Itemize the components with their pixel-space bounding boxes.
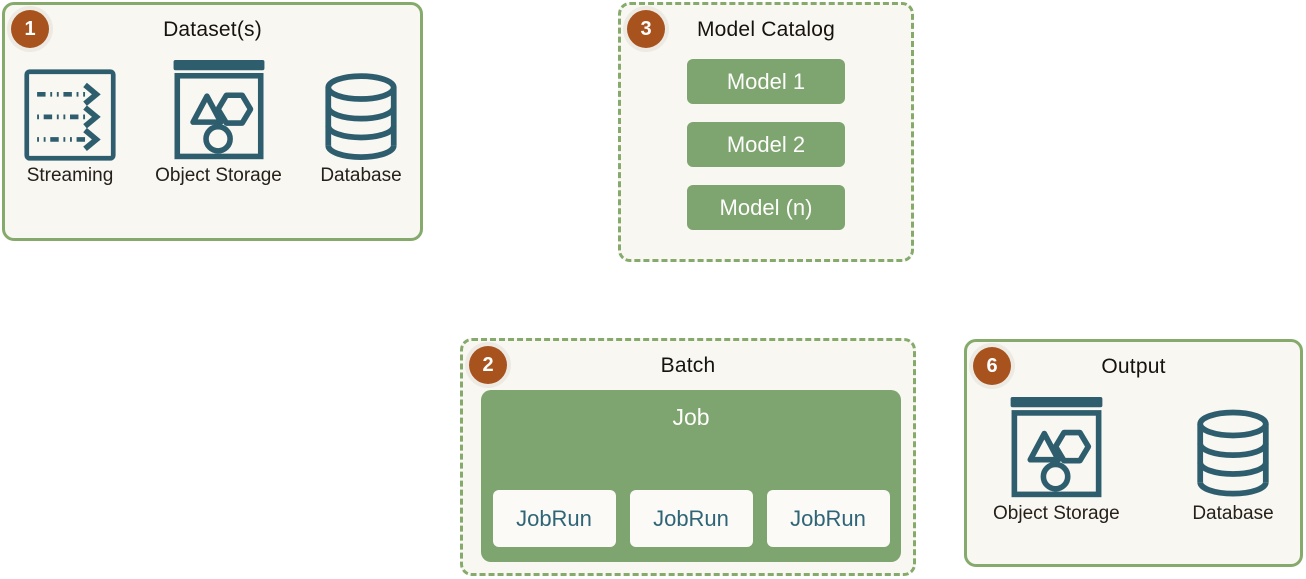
- panel-title-batch: Batch: [660, 354, 716, 377]
- streaming-icon: [23, 68, 117, 162]
- streaming-label: Streaming: [26, 165, 114, 186]
- output-items-row: Object Storage Database: [967, 397, 1300, 525]
- job-label: Job: [672, 404, 710, 430]
- object-storage-icon: [1009, 397, 1104, 500]
- dataset-items-row: Streaming Object Storage Database: [5, 60, 420, 187]
- database-icon: [320, 72, 402, 162]
- database-icon: [1192, 407, 1274, 500]
- step-badge-2: 2: [469, 346, 507, 384]
- dataset-item-database: Database: [320, 72, 402, 187]
- job-box: Job JobRun JobRun JobRun: [481, 390, 901, 562]
- panel-title-datasets: Dataset(s): [163, 18, 262, 41]
- panel-model-catalog: 3 Model Catalog Model 1 Model 2 Model (n…: [618, 2, 914, 262]
- step-badge-1: 1: [11, 10, 49, 48]
- step-badge-3: 3: [627, 10, 665, 48]
- object-storage-label: Object Storage: [993, 503, 1120, 524]
- output-item-database: Database: [1192, 407, 1274, 525]
- model-list: Model 1 Model 2 Model (n): [621, 59, 911, 230]
- model-chip-2[interactable]: Model 2: [687, 122, 845, 167]
- model-chip-1[interactable]: Model 1: [687, 59, 845, 104]
- model-chip-n[interactable]: Model (n): [687, 185, 845, 230]
- jobrun-chip-3[interactable]: JobRun: [766, 490, 890, 547]
- panel-title-model-catalog: Model Catalog: [696, 18, 835, 41]
- jobrun-chip-1[interactable]: JobRun: [492, 490, 616, 547]
- panel-datasets: 1 Dataset(s) Streaming Object Storage Da…: [2, 2, 423, 241]
- database-label: Database: [1192, 503, 1274, 524]
- jobrun-chip-2[interactable]: JobRun: [629, 490, 753, 547]
- database-label: Database: [320, 165, 402, 186]
- jobrun-row: JobRun JobRun JobRun: [481, 490, 901, 547]
- panel-batch: 2 Batch Job JobRun JobRun JobRun: [460, 338, 916, 576]
- panel-output: 6 Output Object Storage Database: [964, 339, 1303, 567]
- dataset-item-streaming: Streaming: [23, 68, 117, 187]
- dataset-item-object-storage: Object Storage: [155, 60, 282, 187]
- object-storage-icon: [172, 60, 266, 162]
- object-storage-label: Object Storage: [155, 165, 282, 186]
- output-item-object-storage: Object Storage: [993, 397, 1120, 525]
- step-badge-6: 6: [973, 347, 1011, 385]
- panel-title-output: Output: [1101, 355, 1166, 378]
